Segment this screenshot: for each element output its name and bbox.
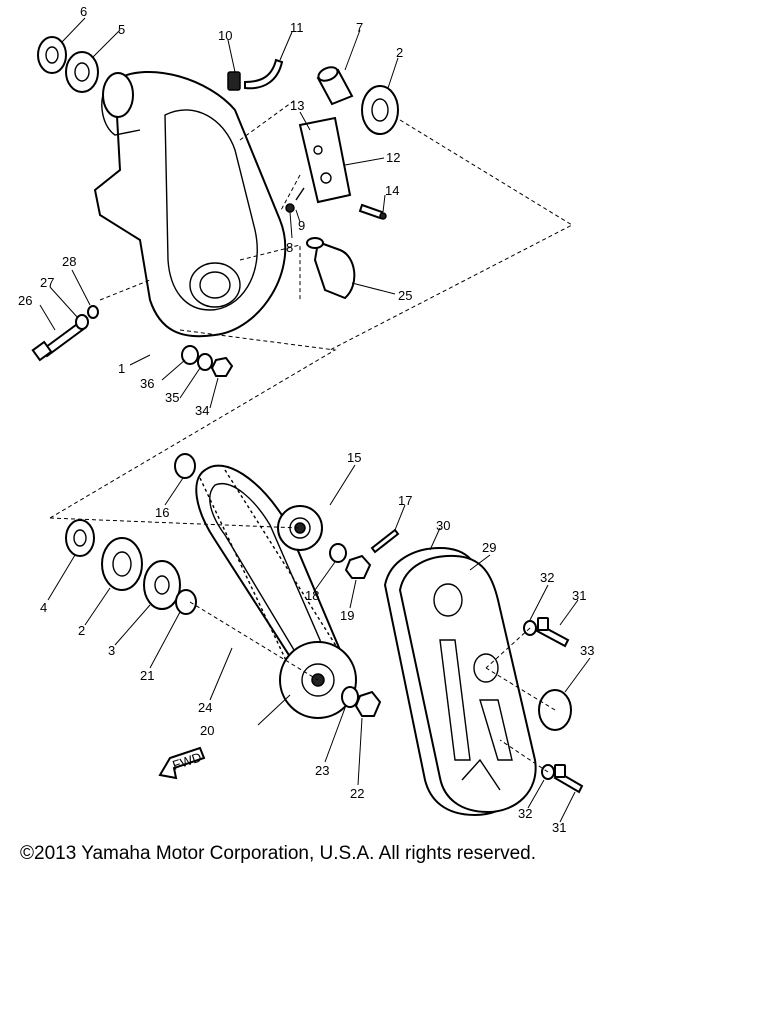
bearing-5 [65,51,99,93]
callout-34: 34 [195,403,209,418]
callout-16: 16 [155,505,169,520]
bolt-31-upper [535,617,570,648]
callout-36: 36 [140,376,154,391]
callout-10: 10 [218,28,232,43]
callout-11: 11 [290,20,304,35]
forward-arrow: FWD [158,746,206,780]
pin-8-9 [285,187,305,213]
callout-9: 9 [298,218,305,233]
washer-18 [329,543,347,563]
callout-20: 20 [200,723,214,738]
callout-4: 4 [40,600,47,615]
breather-fitting-10 [227,71,241,91]
svg-text:FWD: FWD [171,749,204,772]
callout-19: 19 [340,608,354,623]
washer-36 [181,345,199,365]
callout-15: 15 [347,450,361,465]
callout-7: 7 [356,20,363,35]
callout-22: 22 [350,786,364,801]
callout-29: 29 [482,540,496,555]
bolt-14 [358,203,387,220]
oil-seal-6 [37,36,67,74]
bearing-2-lower [101,537,143,591]
copyright-notice: ©2013 Yamaha Motor Corporation, U.S.A. A… [20,843,536,864]
nut-19 [344,554,372,579]
callout-8: 8 [286,240,293,255]
callout-labels: 1 2 2 3 4 5 6 7 8 9 10 11 12 13 14 15 16… [18,4,594,835]
chain-case-housing [93,71,287,338]
callout-33: 33 [580,643,594,658]
callout-25: 25 [398,288,412,303]
callout-35: 35 [165,390,179,405]
callout-21: 21 [140,668,154,683]
washer-27 [75,314,89,330]
callout-31-upper: 31 [572,588,586,603]
callout-23: 23 [315,763,329,778]
drive-sprocket-15 [277,505,323,551]
washer-28 [87,305,99,319]
callout-31-lower: 31 [552,820,566,835]
callout-5: 5 [118,22,125,37]
callout-32-upper: 32 [540,570,554,585]
washer-23 [341,686,359,708]
callout-24: 24 [198,700,212,715]
bearing-2-upper [361,85,399,135]
callout-30: 30 [436,518,450,533]
tensioner-block-25 [306,237,356,300]
oil-seal-4 [65,519,95,557]
bolt-17 [370,528,400,554]
collar-7 [316,66,354,106]
callout-2-lower: 2 [78,623,85,638]
callout-6: 6 [80,4,87,19]
callout-18: 18 [305,588,319,603]
exploded-parts-diagram: FWD [18,4,594,835]
bolt-31-lower [553,764,584,794]
tensioner-plate-12-13 [298,116,352,204]
callout-2-upper: 2 [396,45,403,60]
plate-3 [143,560,181,610]
callout-27: 27 [40,275,54,290]
callout-14: 14 [385,183,399,198]
callout-12: 12 [386,150,400,165]
lockwasher-35 [197,353,213,371]
nut-34 [210,356,234,377]
bushing-16 [174,453,196,479]
breather-hose-11 [244,58,284,90]
callout-13: 13 [290,98,304,113]
collar-21 [175,589,197,615]
callout-32-lower: 32 [518,806,532,821]
callout-28: 28 [62,254,76,269]
callout-17: 17 [398,493,412,508]
nut-22 [354,690,382,717]
chain-case-cover-29 [398,554,537,814]
callout-3: 3 [108,643,115,658]
callout-26: 26 [18,293,32,308]
leader-lines [39,17,591,823]
callout-1: 1 [118,361,125,376]
